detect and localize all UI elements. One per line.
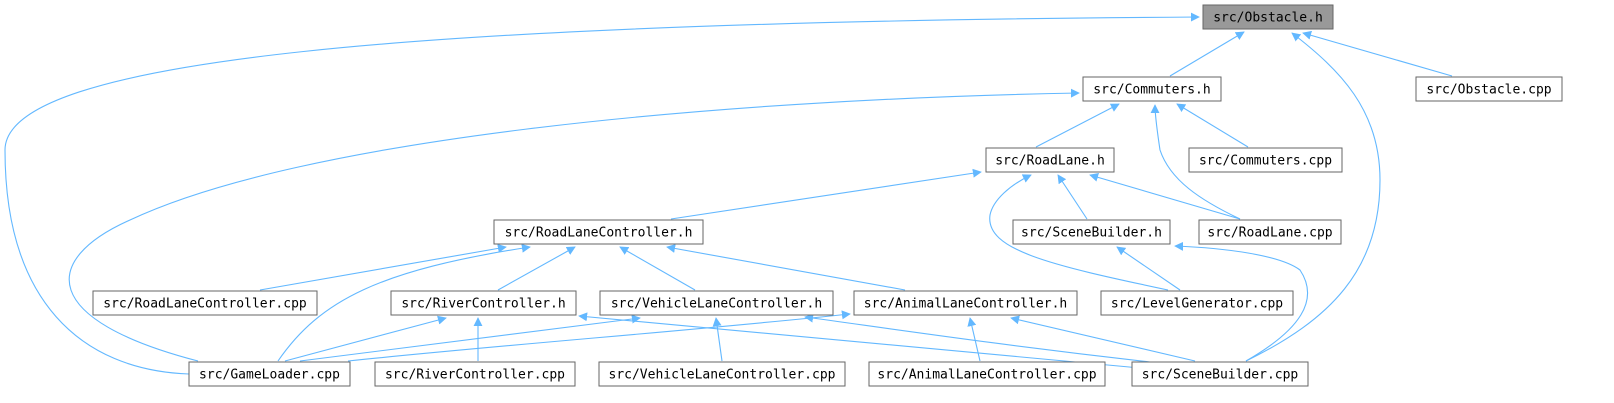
edge-vehiclelanecontroller-cpp-to-vehiclelanecontroller-h — [712, 317, 723, 362]
node-label: src/Obstacle.h — [1213, 11, 1323, 26]
edge-levelgenerator-cpp-to-scenebuilder-h — [1116, 246, 1181, 291]
node-obstacle-cpp[interactable]: src/Obstacle.cpp — [1415, 76, 1563, 102]
node-vehiclelanecontroller-cpp[interactable]: src/VehicleLaneController.cpp — [598, 361, 846, 387]
node-box — [374, 361, 576, 387]
node-label: src/GameLoader.cpp — [199, 368, 340, 383]
edge-levelgenerator-cpp-to-roadlane-h — [989, 174, 1169, 291]
edge-gameloader-cpp-to-animallanecontroller-h — [347, 310, 851, 362]
node-box — [1131, 361, 1309, 387]
node-roadlane-cpp[interactable]: src/RoadLane.cpp — [1198, 219, 1342, 245]
node-roadlanecontroller-cpp[interactable]: src/RoadLaneController.cpp — [92, 290, 318, 316]
edge-obstacle-cpp-to-obstacle-h — [1302, 30, 1453, 77]
edge-scenebuilder-cpp-to-animallanecontroller-h — [1010, 315, 1196, 362]
node-obstacle-h[interactable]: src/Obstacle.h — [1202, 4, 1334, 30]
node-label: src/Commuters.h — [1093, 83, 1210, 98]
edge-gameloader-cpp-to-rivercontroller-h — [284, 315, 447, 362]
edge-gameloader-cpp-to-commuters-h — [68, 88, 1080, 362]
edge-roadlane-h-to-commuters-h — [1035, 103, 1120, 148]
node-label: src/AnimalLaneController.cpp — [877, 368, 1096, 383]
edge-animallanecontroller-cpp-to-animallanecontroller-h — [967, 317, 981, 362]
node-label: src/LevelGenerator.cpp — [1111, 297, 1283, 312]
edge-scenebuilder-cpp-to-vehiclelanecontroller-h — [804, 313, 1151, 363]
node-vehiclelanecontroller-h[interactable]: src/VehicleLaneController.h — [599, 290, 834, 316]
edge-animallanecontroller-h-to-roadlanecontroller-h — [666, 244, 906, 291]
edge-roadlanecontroller-cpp-to-roadlanecontroller-h — [259, 243, 507, 291]
node-label: src/RiverController.cpp — [385, 368, 565, 383]
edges-layer — [4, 12, 1453, 375]
node-box — [868, 361, 1106, 387]
node-box — [188, 361, 351, 387]
edge-roadlanecontroller-h-to-roadlane-h — [670, 168, 982, 220]
node-rivercontroller-h[interactable]: src/RiverController.h — [390, 290, 577, 316]
edge-commuters-cpp-to-commuters-h — [1176, 103, 1249, 148]
node-box — [599, 290, 834, 316]
edge-vehiclelanecontroller-h-to-roadlanecontroller-h — [619, 246, 696, 291]
node-box — [390, 290, 577, 316]
edge-commuters-h-to-obstacle-h — [1169, 31, 1245, 77]
node-label: src/SceneBuilder.cpp — [1142, 368, 1299, 383]
node-box — [1012, 219, 1171, 245]
node-commuters-cpp[interactable]: src/Commuters.cpp — [1188, 147, 1343, 173]
node-label: src/Obstacle.cpp — [1426, 83, 1551, 98]
node-gameloader-cpp[interactable]: src/GameLoader.cpp — [188, 361, 351, 387]
edge-rivercontroller-h-to-roadlanecontroller-h — [497, 246, 576, 291]
node-commuters-h[interactable]: src/Commuters.h — [1082, 76, 1222, 102]
node-box — [493, 219, 704, 245]
node-rivercontroller-cpp[interactable]: src/RiverController.cpp — [374, 361, 576, 387]
node-box — [1202, 4, 1334, 30]
node-scenebuilder-cpp[interactable]: src/SceneBuilder.cpp — [1131, 361, 1309, 387]
node-box — [1082, 76, 1222, 102]
edge-gameloader-cpp-to-vehiclelanecontroller-h — [299, 314, 641, 362]
edge-scenebuilder-cpp-to-rivercontroller-h — [578, 312, 1141, 369]
edge-scenebuilder-cpp-to-scenebuilder-h — [1174, 241, 1309, 362]
node-box — [1188, 147, 1343, 173]
node-box — [1198, 219, 1342, 245]
node-label: src/RoadLaneController.h — [505, 226, 693, 241]
node-scenebuilder-h[interactable]: src/SceneBuilder.h — [1012, 219, 1171, 245]
node-label: src/RoadLane.cpp — [1207, 226, 1332, 241]
node-animallanecontroller-cpp[interactable]: src/AnimalLaneController.cpp — [868, 361, 1106, 387]
node-label: src/VehicleLaneController.cpp — [609, 368, 836, 383]
edge-gameloader-cpp-to-obstacle-h — [4, 12, 1200, 375]
edge-scenebuilder-h-to-roadlane-h — [1057, 174, 1088, 220]
edge-roadlane-cpp-to-roadlane-h — [1089, 172, 1241, 220]
node-box — [92, 290, 318, 316]
node-box — [1100, 290, 1294, 316]
node-label: src/RoadLane.h — [995, 154, 1105, 169]
node-label: src/RiverController.h — [401, 297, 565, 312]
node-label: src/VehicleLaneController.h — [611, 297, 822, 312]
node-animallanecontroller-h[interactable]: src/AnimalLaneController.h — [853, 290, 1078, 316]
node-label: src/RoadLaneController.cpp — [103, 297, 307, 312]
edge-roadlane-cpp-to-commuters-h — [1150, 104, 1241, 220]
nodes-layer: src/Obstacle.h src/Commuters.h src/Obstacl… — [92, 4, 1563, 387]
edge-scenebuilder-cpp-to-obstacle-h — [1245, 32, 1381, 362]
node-roadlanecontroller-h[interactable]: src/RoadLaneController.h — [493, 219, 704, 245]
node-roadlane-h[interactable]: src/RoadLane.h — [985, 147, 1115, 173]
node-box — [985, 147, 1115, 173]
node-label: src/SceneBuilder.h — [1021, 226, 1162, 241]
node-box — [1415, 76, 1563, 102]
node-label: src/Commuters.cpp — [1199, 154, 1332, 169]
node-label: src/AnimalLaneController.h — [864, 297, 1068, 312]
node-box — [598, 361, 846, 387]
node-levelgenerator-cpp[interactable]: src/LevelGenerator.cpp — [1100, 290, 1294, 316]
node-box — [853, 290, 1078, 316]
edge-gameloader-cpp-to-roadlanecontroller-h — [277, 243, 531, 362]
